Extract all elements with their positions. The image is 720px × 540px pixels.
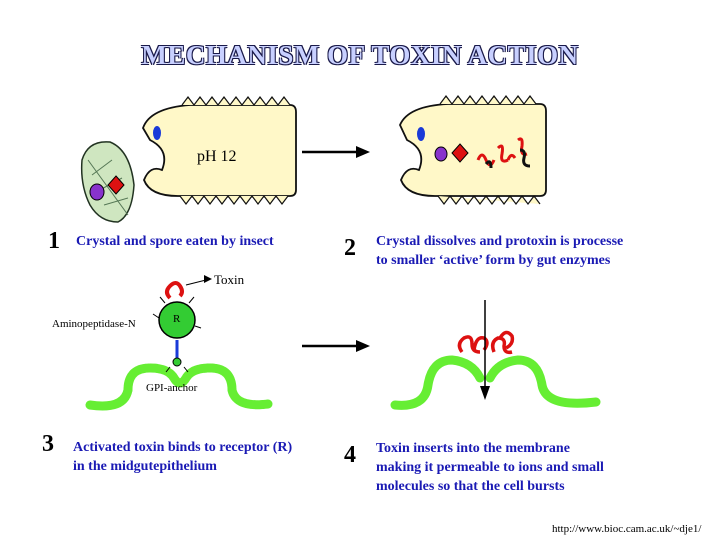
source-url: http://www.bioc.cam.ac.uk/~dje1/ [552, 523, 702, 535]
arrow-right-icon [302, 146, 370, 158]
larva-icon [142, 96, 297, 205]
gpi-anchor-label: GPI-anchor [146, 382, 198, 394]
leaf-icon [80, 141, 135, 223]
membrane-icon [390, 355, 601, 410]
aminopeptidase-label: Aminopeptidase-N [52, 318, 136, 330]
step-caption: Crystal dissolves and protoxin is proces… [376, 234, 624, 268]
membrane-icon [85, 363, 273, 411]
step-number: 2 [344, 235, 356, 261]
step-caption: Activated toxin binds to receptor (R) in… [73, 440, 293, 474]
step-caption: Crystal and spore eaten by insect [76, 234, 274, 249]
toxin-label: Toxin [214, 272, 245, 287]
receptor-icon [152, 296, 202, 373]
page-title: MECHANISM OF TOXIN ACTION [141, 40, 579, 70]
ph-label: pH 12 [197, 148, 237, 165]
toxin-pore-icon [457, 330, 515, 355]
step-number: 4 [344, 442, 356, 468]
step-caption: Toxin inserts into the membrane making i… [376, 441, 604, 494]
step-number: 1 [48, 228, 60, 254]
arrow-right-icon [302, 340, 370, 352]
larva-icon [399, 95, 547, 205]
step-number: 3 [42, 431, 54, 457]
receptor-label: R [173, 313, 181, 325]
arrow-down-icon [480, 300, 490, 400]
toxin-icon [165, 275, 212, 300]
